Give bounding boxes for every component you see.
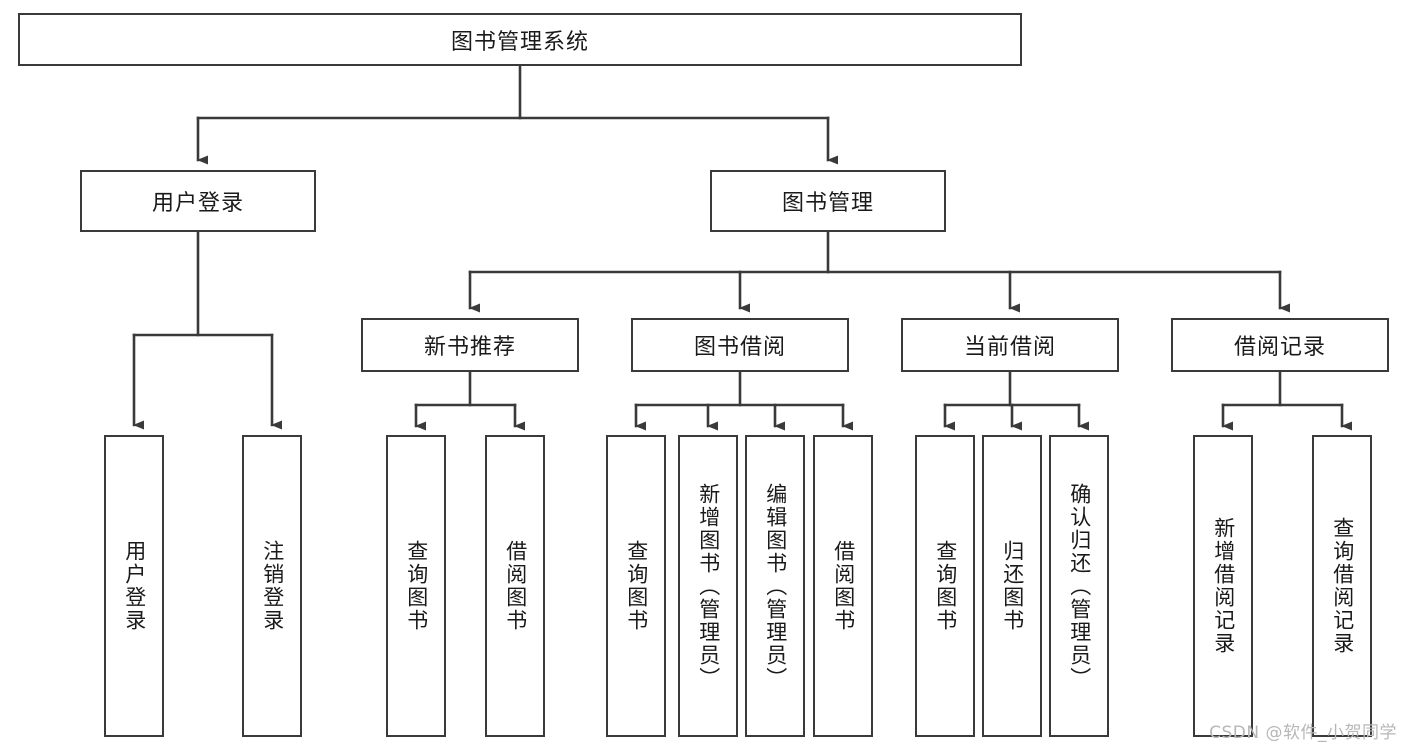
- node-book-borrow[interactable]: 图书借阅: [631, 318, 849, 372]
- leaf-logout-label: 注销登录: [260, 540, 285, 632]
- leaf-borrow-book-recommend[interactable]: 借阅图书: [485, 435, 545, 737]
- node-root[interactable]: 图书管理系统: [18, 13, 1022, 66]
- node-current-borrow-label: 当前借阅: [963, 335, 1056, 360]
- leaf-confirm-return-admin[interactable]: 确认归还（管理员）: [1049, 435, 1109, 737]
- leaf-add-borrow-record-label: 新增借阅记录: [1211, 517, 1236, 655]
- leaf-query-book-recommend-label: 查询图书: [404, 540, 429, 632]
- leaf-add-borrow-record[interactable]: 新增借阅记录: [1193, 435, 1253, 737]
- leaf-query-book-current-label: 查询图书: [933, 540, 958, 632]
- leaf-borrow-book[interactable]: 借阅图书: [813, 435, 873, 737]
- node-borrow-record-label: 借阅记录: [1233, 335, 1326, 360]
- leaf-borrow-book-label: 借阅图书: [831, 540, 856, 632]
- leaf-query-borrow-record[interactable]: 查询借阅记录: [1312, 435, 1372, 737]
- node-book-management[interactable]: 图书管理: [710, 170, 946, 232]
- node-book-management-label: 图书管理: [781, 191, 874, 216]
- node-borrow-record[interactable]: 借阅记录: [1171, 318, 1389, 372]
- leaf-query-borrow-record-label: 查询借阅记录: [1330, 517, 1355, 655]
- node-user-login-label: 用户登录: [151, 191, 244, 216]
- node-book-borrow-label: 图书借阅: [693, 335, 786, 360]
- leaf-user-login-label: 用户登录: [122, 540, 147, 632]
- csdn-watermark: CSDN @软件_小贺同学: [1209, 723, 1397, 743]
- leaf-edit-book-admin-label: 编辑图书（管理员）: [763, 482, 788, 690]
- node-root-label: 图书管理系统: [450, 29, 589, 55]
- leaf-confirm-return-admin-label: 确认归还（管理员）: [1067, 482, 1092, 690]
- leaf-edit-book-admin[interactable]: 编辑图书（管理员）: [745, 435, 805, 737]
- leaf-query-book-borrow-label: 查询图书: [624, 540, 649, 632]
- leaf-query-book-borrow[interactable]: 查询图书: [606, 435, 666, 737]
- leaf-query-book-recommend[interactable]: 查询图书: [386, 435, 446, 737]
- node-current-borrow[interactable]: 当前借阅: [901, 318, 1119, 372]
- node-user-login[interactable]: 用户登录: [80, 170, 316, 232]
- leaf-add-book-admin[interactable]: 新增图书（管理员）: [678, 435, 738, 737]
- leaf-return-book-label: 归还图书: [1000, 540, 1025, 632]
- leaf-query-book-current[interactable]: 查询图书: [915, 435, 975, 737]
- leaf-user-login[interactable]: 用户登录: [104, 435, 164, 737]
- leaf-add-book-admin-label: 新增图书（管理员）: [696, 482, 721, 690]
- node-new-book-recommendation[interactable]: 新书推荐: [361, 318, 579, 372]
- leaf-borrow-book-recommend-label: 借阅图书: [503, 540, 528, 632]
- node-new-book-recommendation-label: 新书推荐: [423, 335, 516, 360]
- leaf-logout[interactable]: 注销登录: [242, 435, 302, 737]
- leaf-return-book[interactable]: 归还图书: [982, 435, 1042, 737]
